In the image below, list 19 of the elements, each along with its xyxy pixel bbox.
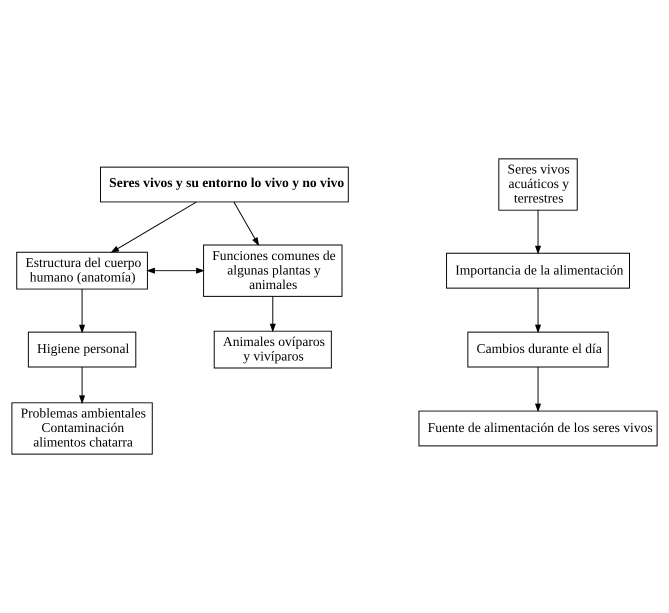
arrow [534, 210, 542, 255]
arrow [534, 366, 542, 412]
arrow [146, 268, 205, 274]
node-box: Seres vivos y su entorno lo vivo y no vivo [100, 166, 349, 202]
arrow [534, 288, 542, 334]
node-box: Animales ovíparos y vivíparos [214, 330, 332, 368]
node-box: Seres vivos acuáticos y terrestres [498, 158, 578, 211]
node-box: Problemas ambientales Contaminación alimentos chatarra [11, 402, 153, 455]
node-box: Funciones comunes de algunas plantas y animales [203, 244, 342, 297]
node-box: Estructura del cuerpo humano (anatomía) [16, 252, 148, 290]
arrow [270, 296, 276, 332]
node-box: Importancia de la alimentación [446, 252, 630, 289]
node-box: Fuente de alimentación de los seres vivos [418, 410, 658, 446]
node-box: Higiene personal [28, 332, 136, 368]
arrow [79, 366, 86, 404]
node-box: Cambios durante el día [467, 332, 609, 368]
arrow [110, 202, 197, 253]
arrow [233, 202, 260, 246]
arrow [79, 288, 86, 334]
